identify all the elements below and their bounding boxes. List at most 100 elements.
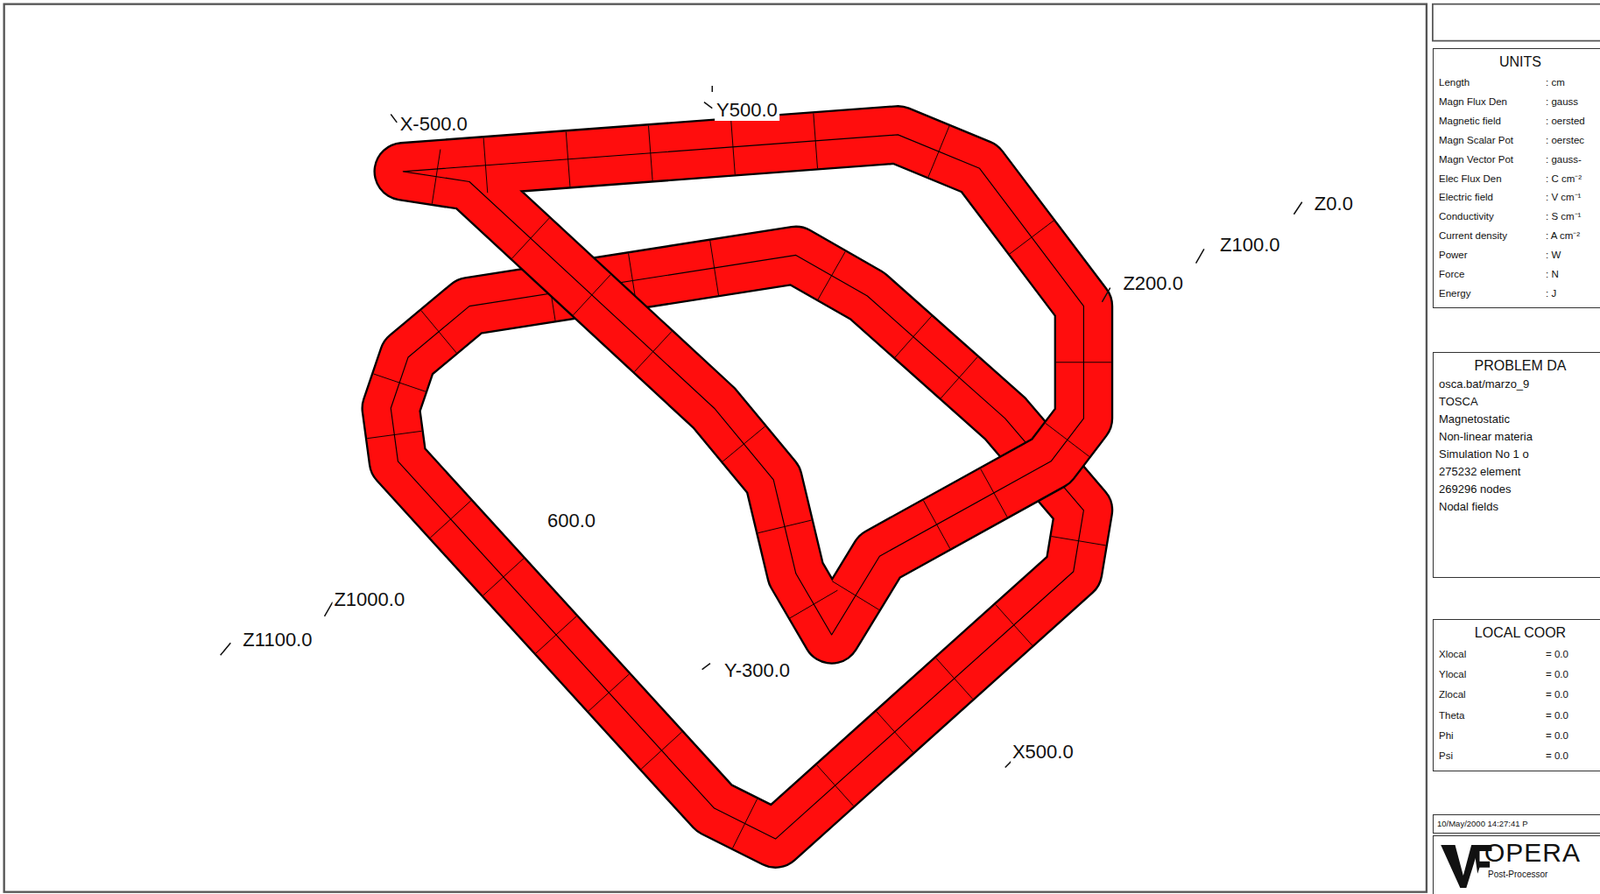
panel-text: = 0.0 — [1545, 665, 1600, 686]
mesh-line — [366, 430, 422, 438]
panel-text: TOSCA — [1438, 393, 1600, 411]
panel-text: : N — [1545, 265, 1600, 285]
panel-text: Magn Flux Den — [1438, 92, 1546, 113]
mesh-line — [1009, 220, 1054, 254]
panel-text: Conductivity — [1438, 207, 1546, 227]
axis-ticks — [220, 85, 1303, 769]
mesh-line — [789, 590, 838, 619]
mesh-line — [733, 798, 758, 848]
plot-frame — [4, 4, 1427, 893]
problem-data-panel: PROBLEM DAosca.bat/marzo_9TOSCAMagnetost… — [1432, 352, 1600, 578]
mesh-line — [928, 126, 950, 177]
axis-label: Z1100.0 — [240, 629, 314, 651]
units-panel: UNITSLength: cmMagn Flux Den: gaussMagne… — [1432, 48, 1600, 309]
coil-outline — [402, 134, 1084, 635]
panel-text: Force — [1438, 265, 1546, 285]
axis-label: Y-300.0 — [722, 660, 792, 682]
mesh-line — [421, 310, 457, 353]
mesh-line — [757, 520, 811, 534]
mesh-line — [641, 732, 682, 769]
axis-label: Z200.0 — [1120, 273, 1185, 295]
mesh-line — [1051, 536, 1107, 546]
mesh-line — [634, 331, 672, 372]
mesh-line — [831, 581, 880, 611]
panel-text: : S cm⁻¹ — [1545, 207, 1600, 227]
vf-logo — [1440, 845, 1492, 889]
axis-label: Z0.0 — [1312, 193, 1355, 215]
logo-box: OPERAPost-Processor — [1432, 835, 1600, 894]
axis-label: Y500.0 — [714, 99, 780, 121]
panel-heading: OPERA — [1484, 838, 1581, 868]
axis-label: Z100.0 — [1218, 234, 1283, 256]
mesh-line — [940, 357, 978, 399]
mesh-line — [995, 604, 1033, 646]
coil-outline — [390, 254, 1084, 839]
panel-text: 275232 element — [1438, 463, 1600, 481]
axis-label: X-500.0 — [398, 113, 470, 135]
panel-text: = 0.0 — [1545, 685, 1600, 706]
mesh-line — [895, 316, 932, 358]
mesh-line — [936, 657, 973, 699]
panel-text: 269296 nodes — [1438, 480, 1600, 499]
panel-text: Ylocal — [1438, 665, 1546, 686]
panel-text: : gauss- — [1545, 150, 1600, 170]
panel-text: : gauss — [1545, 92, 1600, 113]
panel-heading: LOCAL COOR — [1438, 623, 1600, 646]
mesh-line — [512, 218, 550, 259]
panel-text: : A cm⁻² — [1545, 226, 1600, 247]
panel-text: Post-Processor — [1487, 869, 1548, 881]
panel-text: = 0.0 — [1545, 726, 1600, 748]
mesh-line — [431, 149, 441, 205]
panel-text: Psi — [1438, 747, 1546, 768]
panel-text: Magnetostatic — [1438, 410, 1600, 429]
axis-label: Z1000.0 — [331, 589, 407, 611]
panel-text: Elec Flux Den — [1438, 169, 1546, 190]
panel-text: : cm — [1545, 73, 1600, 93]
panel-text: Phi — [1438, 726, 1546, 748]
coil-edge — [402, 134, 1084, 635]
mesh-line — [731, 119, 736, 175]
mesh-line — [565, 131, 571, 187]
coil-body — [402, 134, 1084, 635]
panel-text: : C cm⁻² — [1545, 169, 1600, 190]
panel-text: Length — [1438, 73, 1546, 93]
axis-tick — [220, 85, 1303, 769]
panel-text: : oersted — [1545, 112, 1600, 132]
panel-text: : J — [1545, 284, 1600, 304]
axis-label: X500.0 — [1010, 741, 1076, 763]
mesh-line — [588, 674, 629, 712]
header-box — [1432, 4, 1600, 42]
mesh-line — [572, 274, 611, 316]
mesh-line — [817, 251, 846, 300]
mesh-line — [429, 500, 471, 538]
mesh-line — [535, 616, 577, 654]
mesh-line — [817, 765, 854, 807]
mesh-line — [876, 711, 914, 753]
panel-text: Energy — [1438, 284, 1546, 304]
local-coordinates-panel: LOCAL COORXlocal= 0.0Ylocal= 0.0Zlocal= … — [1432, 619, 1600, 772]
panel-text: Xlocal — [1438, 645, 1546, 666]
panel-text: : oerstec — [1545, 131, 1600, 151]
panel-heading: PROBLEM DA — [1438, 356, 1600, 376]
mesh-line — [722, 426, 765, 462]
mesh-line — [483, 137, 488, 193]
panel-text: : W — [1545, 246, 1600, 266]
panel-text: = 0.0 — [1545, 706, 1600, 727]
panel-text: Electric field — [1438, 188, 1546, 208]
mesh-line — [1045, 422, 1090, 457]
coil-body — [390, 254, 1084, 839]
mesh-line — [648, 125, 653, 181]
mesh-line — [980, 468, 1008, 517]
mesh-line — [483, 558, 524, 596]
panel-text: Magn Scalar Pot — [1438, 131, 1546, 151]
panel-text: osca.bat/marzo_9 — [1438, 375, 1600, 394]
panel-text: Current density — [1438, 226, 1546, 247]
panel-text: : V cm⁻¹ — [1545, 188, 1600, 208]
panel-text: Zlocal — [1438, 685, 1546, 706]
logo-v — [1440, 845, 1480, 889]
panel-text: Simulation No 1 o — [1438, 445, 1600, 464]
coil-group — [366, 112, 1112, 848]
panel-text: Power — [1438, 246, 1546, 266]
coil-edge — [390, 254, 1084, 839]
